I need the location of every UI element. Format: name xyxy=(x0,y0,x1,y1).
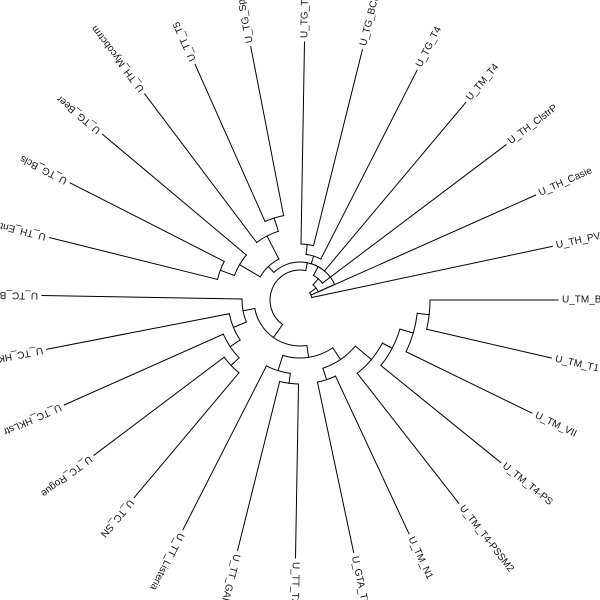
leaf-label: U_TM_Bcls xyxy=(562,295,600,306)
leaf-label: U_TG_Beer xyxy=(54,93,102,136)
branch-edge-l9 xyxy=(236,380,281,551)
branch-edge-l8 xyxy=(294,383,300,559)
branch-edge-i26 xyxy=(305,262,308,272)
leaf-label: U_TM_T4-PSSM2 xyxy=(457,503,516,574)
branch-edge-l26 xyxy=(321,144,507,284)
branch-edge-i14 xyxy=(272,323,284,339)
leaf-label: U_TT_T5 xyxy=(171,19,198,62)
branch-edge-l17 xyxy=(69,182,225,263)
leaf-label: U_TG_BCP xyxy=(358,0,382,47)
branch-edge-l20 xyxy=(194,63,266,223)
branch-edge-i10 xyxy=(230,357,240,367)
branch-edge-l24 xyxy=(320,69,418,260)
branch-edge-l2 xyxy=(426,328,552,359)
branch-edge-l11 xyxy=(133,372,240,499)
leaf-label: U_TM_T1 xyxy=(554,354,600,375)
branch-edge-l14 xyxy=(46,313,230,350)
branch-edge-i25 xyxy=(310,283,336,296)
leaf-label: U_TM_T4-PS xyxy=(500,461,555,508)
branch-edge-i18 xyxy=(266,235,280,260)
leaf-label: U_TT_GAP3 xyxy=(217,553,242,600)
branch-edge-i13 xyxy=(242,307,256,312)
branch-edge-i11 xyxy=(229,339,241,348)
branch-edge-i23 xyxy=(312,278,320,286)
branch-edge-l5 xyxy=(356,372,460,505)
branch-edge-i15 xyxy=(219,269,236,277)
branch-edge-l28 xyxy=(311,245,553,299)
branch-edge-l19 xyxy=(144,93,258,244)
leaf-label: U_TM_T4 xyxy=(464,61,501,102)
branch-edge-l23 xyxy=(312,49,364,247)
branch-edge-l10 xyxy=(182,365,268,531)
branch-edge-i16 xyxy=(238,264,261,278)
leaf-label: U_TH_Mycobctrm xyxy=(90,23,147,94)
branch-edge-i24 xyxy=(308,287,317,294)
leaf-label: U_TG_T4 xyxy=(414,25,444,70)
leaf-label: U_TH_Casie xyxy=(537,165,594,199)
branch-edge-l6 xyxy=(334,375,410,535)
branch-edge-i4 xyxy=(354,345,373,361)
branch-edge-l21 xyxy=(250,46,285,217)
leaf-label: U_TC_BCP xyxy=(0,289,38,301)
leaf-label: U_TH_Entrof xyxy=(0,217,47,242)
branch-edge-l22 xyxy=(300,41,306,245)
branch-edge-l25 xyxy=(323,101,467,272)
branch-edge-l12 xyxy=(93,356,225,456)
branch-edge-i19 xyxy=(267,265,275,274)
leaf-label: U_TH_PVCl xyxy=(555,229,600,251)
leaf-label: U_GTA_TMP xyxy=(349,555,372,600)
branch-edge-l4 xyxy=(380,364,502,464)
leaf-label: U_TT_Listeria xyxy=(147,531,186,592)
branch-edge-i5 xyxy=(322,367,328,381)
branch-edge-l7 xyxy=(316,381,355,553)
leaf-label: U_TT_T2 xyxy=(289,562,301,600)
tree-branches xyxy=(41,41,559,559)
leaf-label: U_TC_HKCa xyxy=(0,344,44,366)
leaf-label: U_TC_SN xyxy=(98,497,136,539)
branch-edge-l3 xyxy=(405,351,533,414)
branch-edge-l16 xyxy=(49,236,219,281)
branch-edge-i9 xyxy=(306,344,310,358)
leaf-label: U_TM_VII xyxy=(533,410,578,440)
branch-edge-i20 xyxy=(305,243,308,255)
leaf-label: U_TG_T3 xyxy=(299,0,311,38)
branch-edge-l15 xyxy=(41,294,243,300)
branch-edge-i8 xyxy=(277,354,284,372)
branch-edge-i3 xyxy=(381,342,393,349)
branch-arc-root xyxy=(269,269,307,326)
branch-edge-l13 xyxy=(63,333,224,406)
leaf-label: U_TG_Bcls xyxy=(19,153,70,186)
leaf-label: U_TC_HKLstr xyxy=(1,401,63,437)
branch-edge-i6 xyxy=(332,347,342,361)
branch-edge-i2 xyxy=(399,328,414,334)
branch-edge-l18 xyxy=(101,133,248,256)
leaf-label: U_TG_Spol xyxy=(235,0,256,44)
branch-edge-l27 xyxy=(317,194,537,293)
branch-edge-i17 xyxy=(273,217,279,232)
branch-edge-i1 xyxy=(416,312,430,316)
leaf-label: U_TH_ClstrP xyxy=(506,102,560,146)
leaf-label: U_TM_N1 xyxy=(406,535,435,581)
leaf-label: U_TC_Rogue xyxy=(38,453,94,499)
branch-edge-i7 xyxy=(288,372,291,384)
branch-edge-i22 xyxy=(312,265,319,277)
branch-edge-i21 xyxy=(310,255,315,265)
branch-edge-i12 xyxy=(232,321,248,329)
